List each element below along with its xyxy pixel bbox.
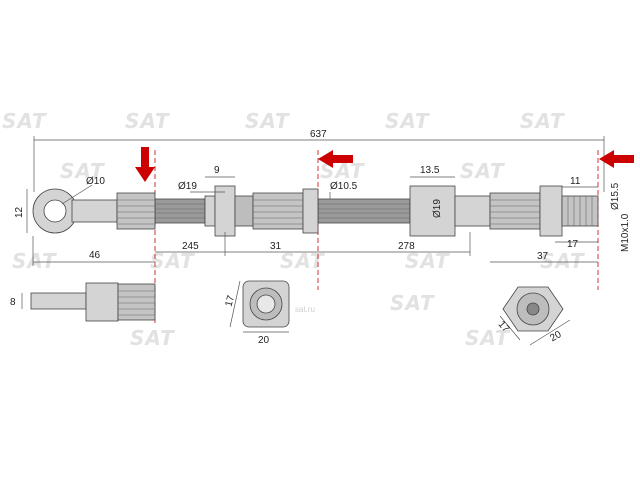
watermark: SAT bbox=[280, 249, 325, 273]
arrow-left-icon bbox=[318, 150, 353, 168]
watermark-layer: SAT SAT SAT SAT SAT SAT SAT SAT SAT SAT … bbox=[2, 109, 585, 350]
watermark: SAT bbox=[460, 159, 505, 183]
dim-thread: M10x1.0 bbox=[620, 213, 631, 252]
dim-segment-b: 31 bbox=[270, 241, 282, 252]
arrow-left-icon bbox=[599, 150, 634, 168]
dim-segment-a: 245 bbox=[182, 241, 199, 252]
end-hex-nut bbox=[539, 185, 563, 237]
dim-eye-thickness: 8 bbox=[10, 297, 16, 308]
mid-fitting-hex bbox=[454, 195, 491, 227]
arrow-down-icon bbox=[135, 147, 155, 182]
watermark: SAT bbox=[390, 291, 435, 315]
watermark: SAT bbox=[405, 249, 450, 273]
middle-sleeve bbox=[252, 192, 304, 230]
dim-end-width: 11 bbox=[570, 176, 581, 187]
dim-clip-diameter: Ø19 bbox=[178, 181, 197, 192]
middle-flange bbox=[302, 188, 319, 234]
dimension-lines: 12 Ø10 46 9 Ø19 245 31 Ø10.5 278 13.5 Ø1… bbox=[14, 165, 631, 266]
install-arrows bbox=[135, 147, 634, 182]
watermark: SAT bbox=[385, 109, 430, 133]
dim-end-length: 37 bbox=[537, 251, 549, 262]
banjo-eye-bore bbox=[43, 199, 67, 223]
watermark: SAT bbox=[2, 109, 47, 133]
end-ferrule bbox=[489, 192, 541, 230]
watermark: SAT bbox=[245, 109, 290, 133]
watermark: SAT bbox=[465, 326, 510, 350]
dim-end-offset: 17 bbox=[567, 239, 579, 250]
dim-eye-length: 46 bbox=[89, 250, 101, 261]
watermark: SAT bbox=[540, 249, 585, 273]
mounting-bracket bbox=[214, 185, 236, 237]
clip-ring bbox=[204, 195, 216, 227]
dim-mid-width: 13.5 bbox=[420, 165, 440, 176]
dim-segment-c: 278 bbox=[398, 241, 415, 252]
hose-segment bbox=[154, 198, 206, 224]
dim-clip-width: 9 bbox=[214, 165, 220, 176]
dim-mid-view-width: 20 bbox=[258, 335, 270, 346]
dim-end-view-width: 20 bbox=[548, 329, 564, 344]
watermark-site: sat.ru bbox=[295, 305, 315, 314]
dim-eye-width: 12 bbox=[14, 206, 25, 218]
overall-length-dimension: 637 bbox=[33, 129, 605, 192]
watermark: SAT bbox=[125, 109, 170, 133]
dim-hose-diameter: Ø10.5 bbox=[330, 181, 358, 192]
eye-side-view: 8 bbox=[10, 282, 156, 322]
banjo-neck bbox=[71, 199, 118, 223]
watermark: SAT bbox=[60, 159, 105, 183]
watermark: SAT bbox=[12, 249, 57, 273]
dim-end-diameter: Ø15.5 bbox=[610, 182, 621, 210]
bracket-collar bbox=[234, 195, 254, 227]
hose-assembly bbox=[32, 185, 599, 237]
dim-mid-diameter: Ø19 bbox=[432, 199, 443, 218]
end-fitting-end-view: 17 20 bbox=[496, 286, 571, 346]
watermark: SAT bbox=[520, 109, 565, 133]
middle-end-view: 17 20 bbox=[224, 280, 290, 346]
dim-eye-bore: Ø10 bbox=[86, 176, 105, 187]
hose-segment bbox=[317, 198, 411, 224]
watermark: SAT bbox=[150, 249, 195, 273]
watermark: SAT bbox=[130, 326, 175, 350]
crimp-ferrule bbox=[116, 192, 156, 230]
mid-fitting-block bbox=[409, 185, 456, 237]
dim-mid-view-height: 17 bbox=[224, 294, 238, 308]
dim-overall-length: 637 bbox=[310, 129, 327, 140]
